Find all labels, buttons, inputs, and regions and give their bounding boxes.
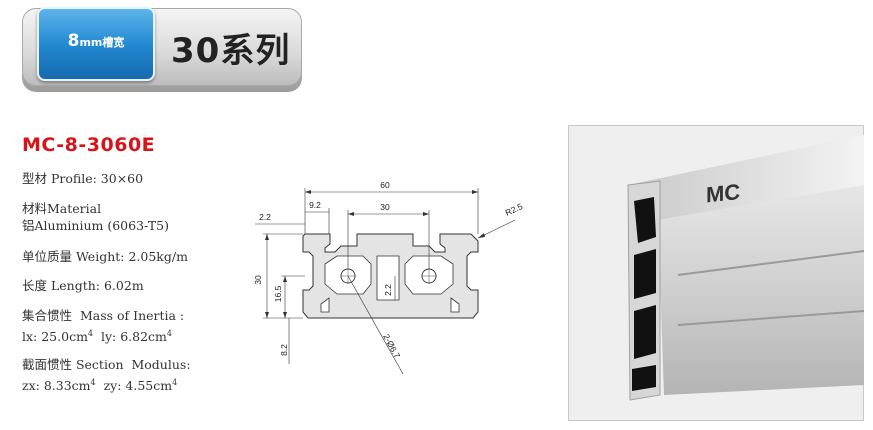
- extrusion-grooves: [677, 250, 864, 326]
- spec-length: 长度 Length: 6.02m: [22, 278, 144, 293]
- modulus-zy-exp: 4: [172, 378, 178, 387]
- slot-width-value: 8: [67, 31, 80, 51]
- extrusion-top-face: [628, 135, 864, 220]
- slot-width-text: 8mm槽宽: [39, 31, 153, 51]
- extrusion-side-face: [658, 185, 864, 395]
- dimension-arrows: [265, 190, 485, 318]
- dim-half-height: 16.5: [273, 285, 283, 302]
- dim-center-spacing: 30: [380, 202, 390, 212]
- spec-modulus-title: 截面惯性 Section Modulus:: [22, 357, 191, 372]
- profile-center-web-slot: [376, 255, 400, 301]
- slot-width-label: 槽宽: [102, 36, 125, 49]
- extrusion-render: MC: [569, 126, 864, 420]
- product-photo: MC: [568, 125, 864, 421]
- brand-mark: MC: [706, 179, 740, 208]
- inertia-lx-exp: 4: [87, 329, 94, 338]
- badge-plate: 8mm槽宽 30系列: [22, 7, 302, 86]
- slot-width-unit: mm: [79, 36, 103, 49]
- series-title: 30系列: [171, 31, 291, 71]
- dim-lip: 2.2: [259, 212, 271, 222]
- inertia-ly: ly: 6.82cm: [100, 329, 167, 345]
- slot-width-tag: 8mm槽宽: [37, 7, 155, 81]
- series-badge: 8mm槽宽 30系列: [22, 7, 304, 92]
- inertia-ly-exp: 4: [166, 329, 172, 338]
- dim-height: 30: [253, 275, 263, 285]
- bottom-slot-left: [320, 297, 330, 313]
- extrusion-cavities: [632, 197, 656, 391]
- dim-slot-offset: 9.2: [309, 200, 321, 210]
- spec-material-value: 铝Aluminium (6063-T5): [22, 218, 169, 233]
- dim-overall-width: 60: [380, 180, 390, 190]
- spec-inertia-title: 集合惯性 Mass of Inertia :: [22, 308, 185, 323]
- dim-radius: R2.5: [504, 201, 525, 218]
- modulus-zx-exp: 4: [90, 378, 96, 387]
- dim-wall: 2.2: [383, 284, 393, 296]
- spec-profile: 型材 Profile: 30×60: [22, 171, 144, 186]
- dimension-lines: [255, 188, 516, 375]
- spec-weight: 单位质量 Weight: 2.05kg/m: [22, 249, 188, 264]
- modulus-zy: zy: 4.55cm: [103, 378, 173, 394]
- profile-cross-section-drawing: 60 30 9.2 2.2 R2.5 30 16.5 2.2 8.2 2-Ø6.…: [253, 180, 525, 375]
- modulus-zx: zx: 8.33cm: [22, 378, 91, 394]
- model-number: MC-8-3060E: [22, 134, 156, 156]
- dim-hole: 2-Ø6.7: [381, 332, 402, 360]
- dim-slot-depth: 8.2: [279, 344, 289, 356]
- spec-inertia-values: lx: 25.0cm4 ly: 6.82cm4: [22, 325, 172, 345]
- inertia-lx: lx: 25.0cm: [22, 329, 88, 345]
- bottom-slot-right: [450, 297, 460, 313]
- spec-material-label: 材料Material: [22, 201, 102, 216]
- spec-modulus-values: zx: 8.33cm4 zy: 4.55cm4: [22, 374, 177, 394]
